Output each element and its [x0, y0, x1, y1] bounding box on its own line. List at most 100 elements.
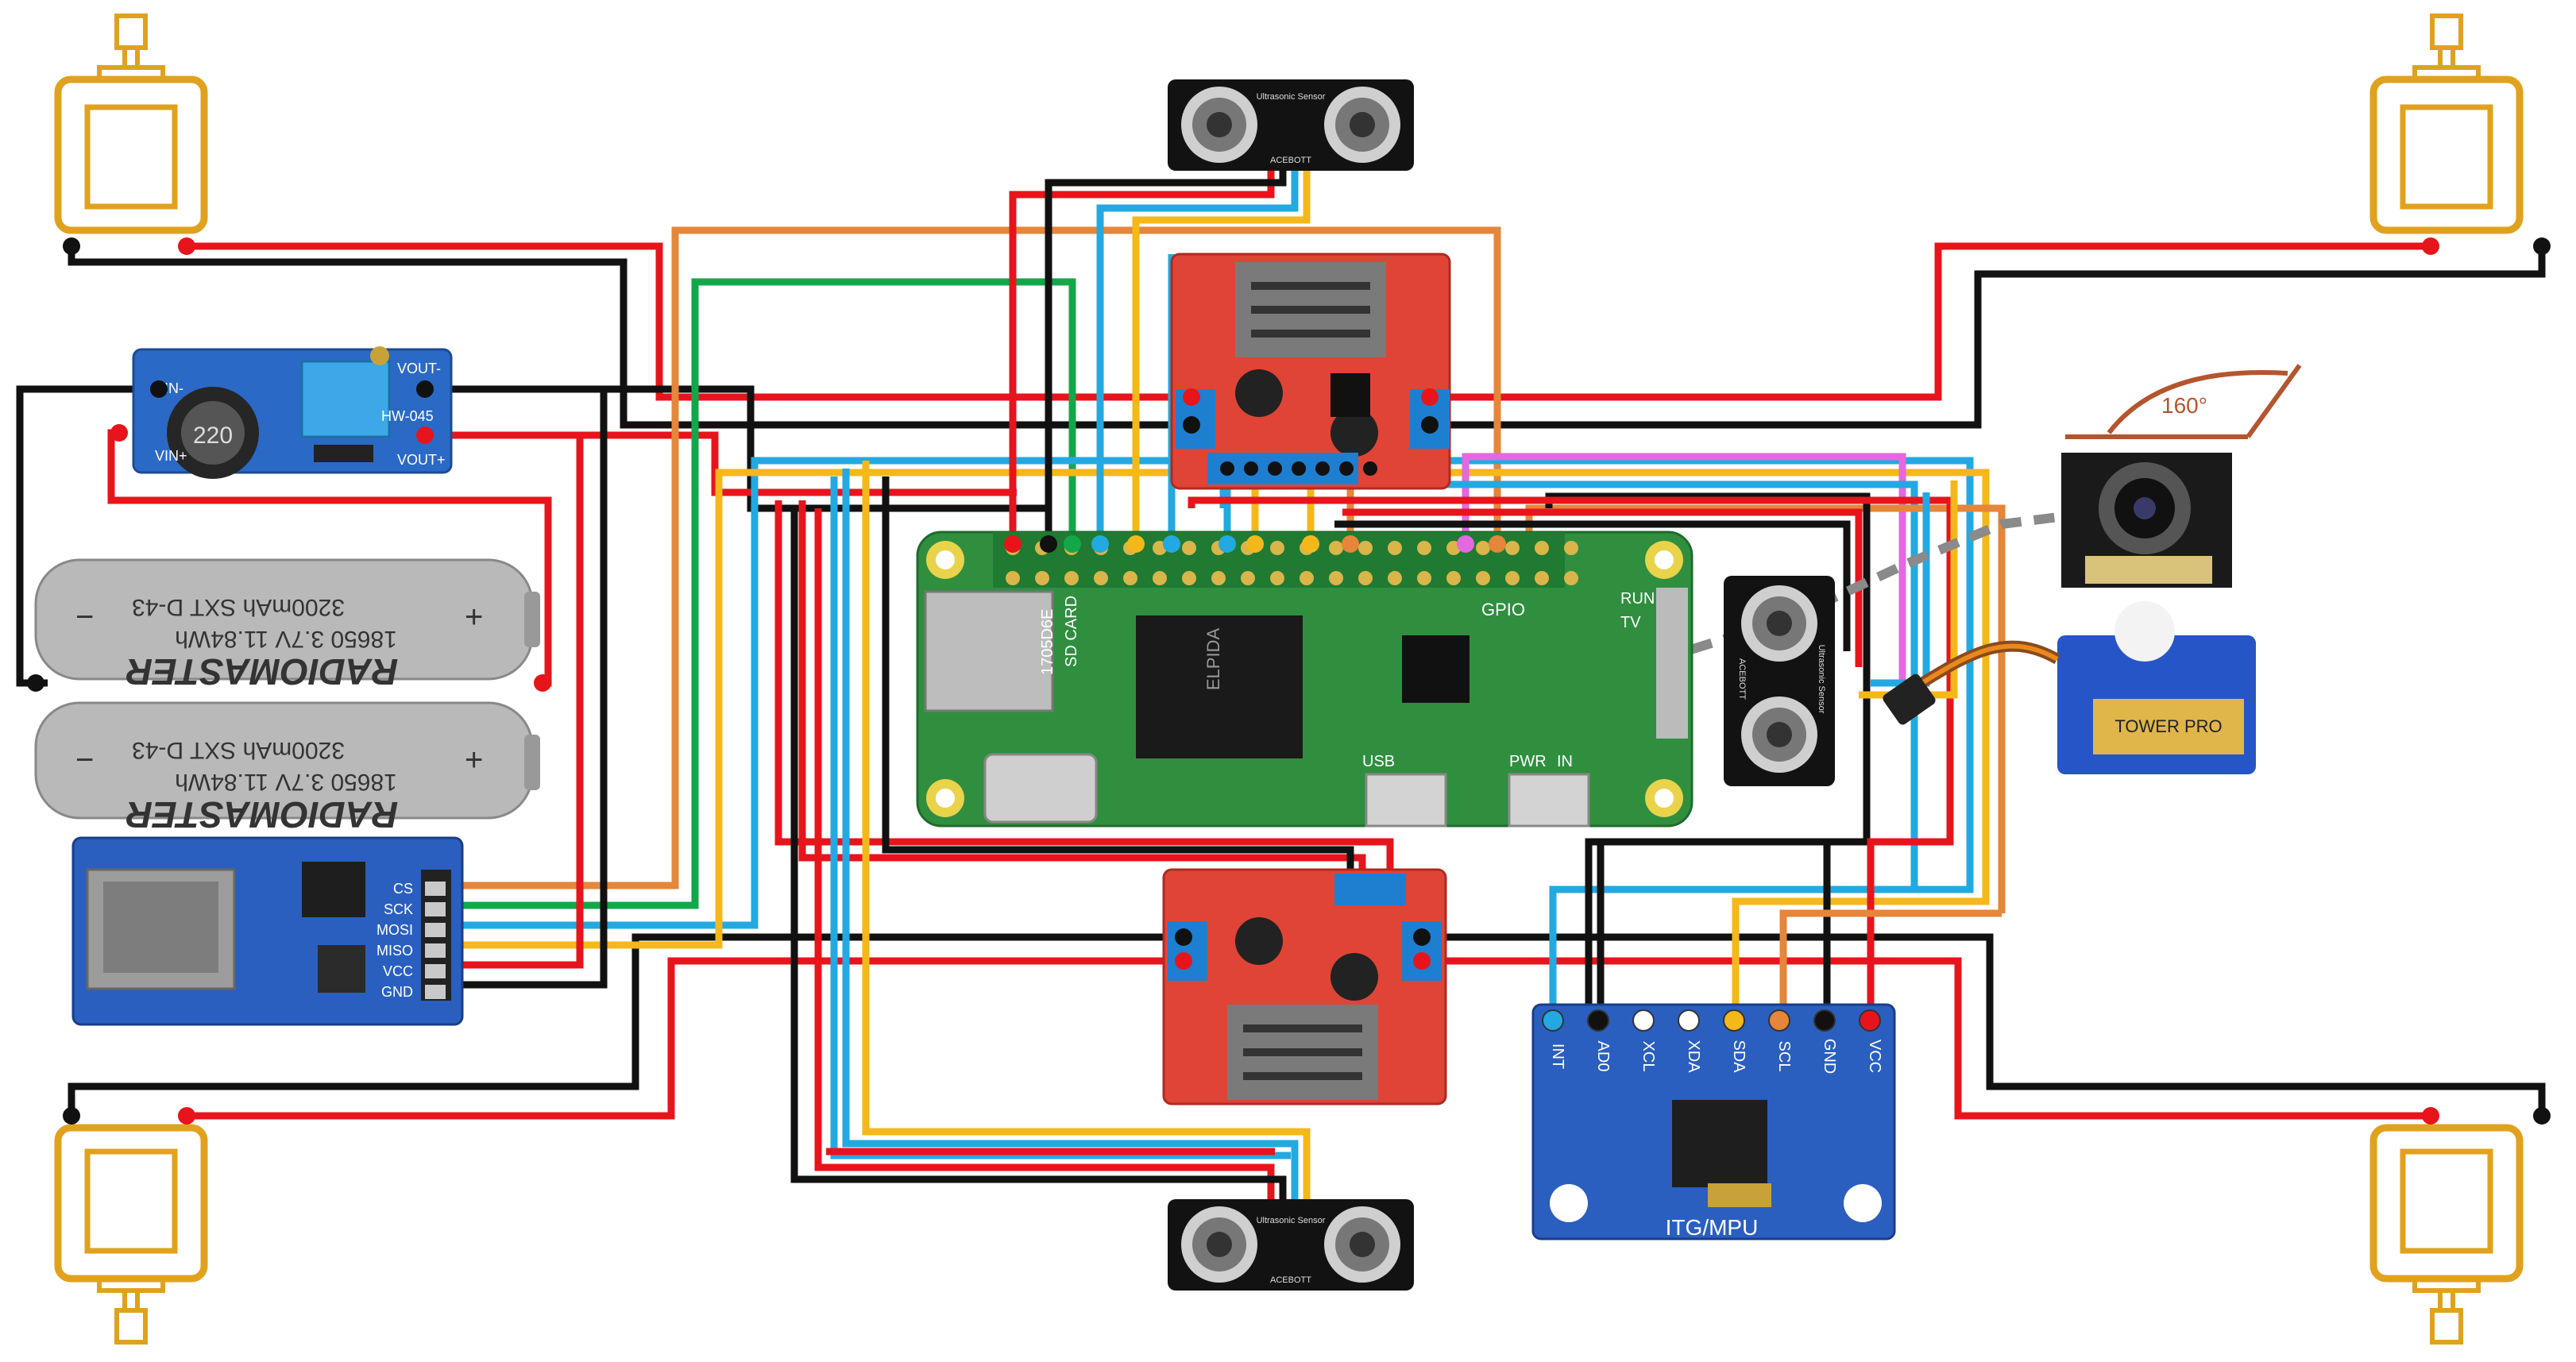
motor-bottom-left	[54, 1124, 208, 1345]
pi-gpio-pin	[1505, 541, 1520, 555]
pi-gpio-pin	[1535, 541, 1549, 555]
wire-us-top-echo	[1132, 171, 1311, 544]
sd-pin-sck	[425, 902, 446, 916]
wire-us-side-echo	[1859, 480, 1958, 699]
sd-pin-label-vcc: VCC	[383, 963, 413, 979]
pi-gpio-pin	[1358, 571, 1373, 585]
booster-vin-plus: VIN+	[155, 448, 187, 464]
booster-vout-plus: VOUT+	[397, 452, 446, 468]
wire-booster-vout-minus	[425, 385, 1049, 512]
terminal-dot	[1457, 535, 1474, 553]
terminal-dot	[2533, 237, 2551, 255]
wire-motor-br-black	[1418, 933, 2546, 1116]
ultrasonic-bottom-label: Ultrasonic Sensor	[1257, 1216, 1326, 1225]
pi-gpio-pin	[1123, 571, 1137, 585]
battery-2-brand: RADIOMASTER	[126, 794, 398, 835]
wire-us-top-trig	[1096, 171, 1299, 544]
ultrasonic-top-label: Ultrasonic Sensor	[1257, 92, 1326, 102]
sd-pin-gnd	[425, 985, 446, 999]
battery-2-plus: +	[465, 743, 483, 777]
terminal-dot	[63, 1107, 80, 1125]
motor-bottom-right-body	[2369, 1124, 2524, 1283]
motor-driver-bottom	[1162, 868, 1447, 1105]
pi-gpio-pin	[1358, 541, 1373, 555]
sd-pin-label-mosi: MOSI	[377, 922, 413, 938]
terminal-dot	[110, 424, 128, 442]
pi-gpio-pin	[1417, 571, 1431, 585]
booster-chip-label: 220	[193, 422, 233, 449]
wire-us-side-gnd	[1334, 520, 1851, 651]
imu-pin-label-vcc: VCC	[1866, 1040, 1883, 1073]
camera-angle-label: 160°	[2161, 393, 2207, 418]
pi-run-label: RUN	[1620, 590, 1655, 608]
imu-pin-label-gnd: GND	[1821, 1039, 1838, 1074]
terminal-dot	[1040, 535, 1057, 553]
sd-pin-label-miso: MISO	[377, 943, 413, 959]
terminal-dot	[1413, 952, 1431, 970]
wire-us-bot-vcc	[814, 508, 1275, 1199]
imu-label: ITG/MPU	[1666, 1215, 1759, 1240]
ultrasonic-bottom-brand: ACEBOTT	[1270, 1275, 1311, 1285]
motor-top-right	[2369, 14, 2524, 234]
battery-1-minus: −	[75, 600, 94, 635]
wire-motor-tr-red	[1426, 242, 2431, 401]
wire-us-side-vcc	[1342, 508, 1863, 667]
pi-gpio-pin	[1564, 571, 1578, 585]
terminal-dot	[1489, 535, 1506, 553]
wire-us-bot-trig	[842, 469, 1299, 1199]
imu-pin-label-ad0: AD0	[1594, 1041, 1612, 1072]
l298-top-header-pin	[1363, 461, 1377, 476]
terminal-dot	[2422, 1107, 2439, 1125]
wire-motor-bl-red	[187, 957, 1191, 1120]
pi-in-label: IN	[1557, 753, 1573, 770]
terminal-dot	[1421, 416, 1439, 434]
pi-gpio-pin	[1064, 571, 1079, 585]
pi-serial: 1705D6E	[1039, 609, 1056, 675]
terminal-dot	[1246, 535, 1264, 553]
sd-pin-cs	[425, 882, 446, 896]
wire-motor-br-red	[1418, 957, 2431, 1120]
pi-gpio-pin	[1006, 571, 1020, 585]
imu-pin-vcc	[1859, 1009, 1881, 1032]
motor-top-left-gear	[114, 14, 148, 50]
pi-gpio-pin	[1505, 571, 1520, 585]
ultrasonic-side-label: Ultrasonic Sensor	[1817, 645, 1826, 714]
imu-pin-sda	[1723, 1009, 1745, 1032]
battery-terminal-plus	[534, 674, 551, 692]
pi-usb-label: USB	[1362, 753, 1395, 770]
l298-top-header-pin	[1220, 461, 1234, 476]
imu-pin-xda	[1678, 1009, 1700, 1032]
wire-motor-tr-black	[1426, 246, 2546, 429]
ultrasonic-bottom: Ultrasonic Sensor ACEBOTT	[1168, 1199, 1414, 1291]
terminal-dot	[1091, 535, 1109, 553]
wire-us-bot-gnd	[790, 508, 1287, 1199]
imu-pin-gnd	[1813, 1009, 1836, 1032]
imu-pin-label-scl: SCL	[1775, 1041, 1793, 1072]
servo-brand: TOWER PRO	[2114, 716, 2222, 736]
pi-tv-label: TV	[1620, 614, 1641, 631]
terminal-dot	[1064, 535, 1081, 553]
ultrasonic-top: Ultrasonic Sensor ACEBOTT	[1168, 79, 1414, 171]
terminal-dot	[1004, 535, 1022, 553]
battery-1: 3200mAh SXT D-43 18650 3.7V 11.84Wh RADI…	[34, 558, 540, 693]
pi-gpio-pin	[1182, 571, 1196, 585]
battery-2-minus: −	[75, 743, 94, 777]
terminal-dot	[1183, 388, 1200, 406]
pi-gpio-pin	[1535, 571, 1549, 585]
motor-bottom-left-body	[54, 1124, 208, 1283]
imu-pin-label-int: INT	[1549, 1044, 1566, 1069]
motor-top-left-panel	[84, 104, 178, 210]
battery-terminal-minus	[27, 674, 44, 692]
servo-motor: TOWER PRO	[1883, 601, 2256, 774]
terminal-dot	[416, 426, 434, 444]
pi-gpio-pin	[1329, 571, 1343, 585]
top-header-pins	[1220, 461, 1377, 476]
sd-pin-label-sck: SCK	[384, 901, 413, 917]
motor-top-right-gear	[2430, 14, 2463, 50]
motor-top-left	[54, 14, 208, 234]
pi-gpio-pin	[1329, 541, 1343, 555]
